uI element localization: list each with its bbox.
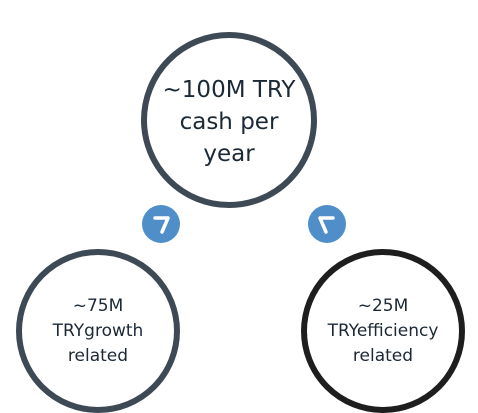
efficiency-label: ~25M TRYefficiency related: [307, 294, 459, 369]
growth-circle: ~75M TRYgrowth related: [16, 249, 180, 413]
growth-line-3: related: [67, 345, 129, 366]
growth-line-2: TRYgrowth: [52, 320, 144, 341]
growth-line-1: ~75M: [72, 295, 124, 316]
total-cash-line-2: cash per: [179, 109, 279, 135]
efficiency-circle: ~25M TRYefficiency related: [301, 249, 465, 413]
arrow-up-left-icon: [318, 216, 335, 234]
efficiency-line-2: TRYefficiency: [327, 320, 439, 341]
efficiency-line-3: related: [352, 345, 414, 366]
growth-label: ~75M TRYgrowth related: [22, 294, 174, 369]
total-cash-line-3: year: [203, 141, 255, 167]
total-cash-label: ~100M TRY cash per year: [159, 74, 299, 170]
connector-right: [308, 205, 346, 243]
connector-left: [142, 205, 180, 243]
arrow-up-right-icon: [153, 216, 170, 234]
total-cash-circle: ~100M TRY cash per year: [141, 32, 317, 208]
efficiency-line-1: ~25M: [357, 295, 409, 316]
total-cash-line-1: ~100M TRY: [162, 77, 296, 103]
